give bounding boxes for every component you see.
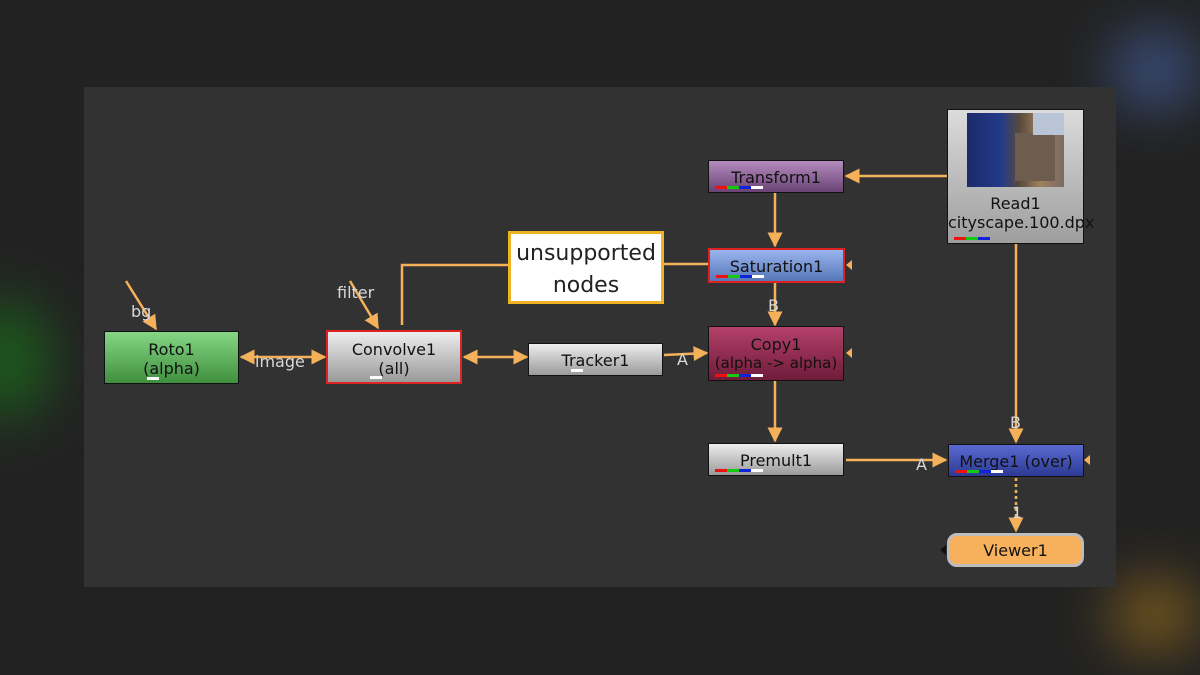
channel-indicator [954, 237, 990, 240]
note-line-1: unsupported [516, 241, 656, 266]
channel-indicator [716, 275, 764, 278]
channel-indicator [370, 376, 382, 379]
node-roto1-sub: (alpha) [143, 359, 200, 378]
channel-indicator [571, 369, 583, 372]
node-saturation1[interactable]: Saturation1 [708, 248, 845, 283]
background-glow-orange [1110, 580, 1200, 650]
unsupported-nodes-note[interactable]: unsupported nodes [508, 231, 664, 304]
node-roto1[interactable]: Roto1 (alpha) [104, 331, 239, 384]
thumbnail-sky [1033, 113, 1064, 135]
node-transform1-name: Transform1 [731, 168, 821, 187]
node-convolve1-sub: (all) [378, 359, 410, 378]
node-transform1[interactable]: Transform1 [708, 160, 844, 193]
channel-indicator [715, 374, 763, 377]
background-glow-blue [1110, 30, 1200, 110]
node-premult1[interactable]: Premult1 [708, 443, 844, 476]
input-label-merge-a: A [916, 455, 927, 474]
node-convolve1-name: Convolve1 [351, 340, 437, 359]
node-merge1-name: Merge1 (over) [959, 452, 1073, 471]
read-thumbnail [967, 113, 1064, 187]
input-label-image: image [255, 352, 305, 371]
input-label-viewer-1: 1 [1012, 503, 1023, 522]
node-convolve1[interactable]: Convolve1 (all) [326, 330, 462, 384]
node-tracker1-name: Tracker1 [561, 351, 630, 370]
node-graph-canvas[interactable] [84, 87, 1116, 587]
node-read1[interactable]: Read1 cityscape.100.dpx [947, 109, 1095, 244]
node-copy1-sub: (alpha -> alpha) [714, 354, 838, 372]
node-roto1-name: Roto1 [148, 340, 195, 359]
input-label-merge-b: B [1010, 413, 1021, 432]
node-premult1-name: Premult1 [739, 451, 813, 470]
input-label-copy-b: B [768, 296, 779, 315]
node-copy1-name: Copy1 [750, 335, 802, 354]
input-label-filter: filter [337, 283, 375, 302]
node-read1-sub: cityscape.100.dpx [948, 213, 1095, 232]
channel-indicator [147, 377, 159, 380]
node-viewer1[interactable]: Viewer1 [947, 533, 1084, 567]
node-merge1[interactable]: Merge1 (over) [948, 444, 1084, 477]
background-glow-green [0, 300, 50, 420]
thumbnail-building [1015, 133, 1055, 181]
node-tracker1[interactable]: Tracker1 [528, 343, 663, 376]
node-viewer1-name: Viewer1 [983, 541, 1048, 560]
channel-indicator [715, 186, 763, 189]
note-line-2: nodes [552, 273, 620, 298]
channel-indicator [715, 469, 763, 472]
input-label-bg: bg [131, 302, 152, 321]
input-label-copy-a: A [677, 350, 688, 369]
node-copy1[interactable]: Copy1 (alpha -> alpha) [708, 326, 844, 381]
node-saturation1-name: Saturation1 [729, 257, 824, 276]
channel-indicator [955, 470, 1003, 473]
node-read1-name: Read1 [990, 194, 1041, 213]
